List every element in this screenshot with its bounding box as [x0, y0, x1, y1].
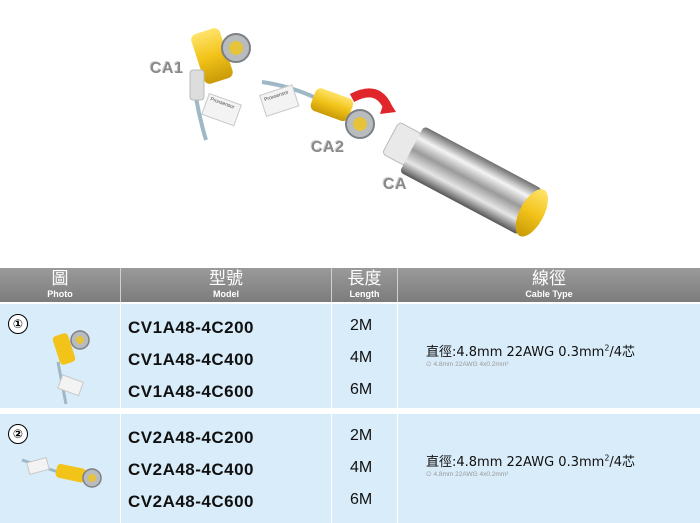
ca1-connector: [189, 28, 251, 101]
header-photo-en: Photo: [47, 289, 73, 299]
header-photo: 圖 Photo: [0, 268, 121, 302]
cable-spec-sup: 2: [604, 453, 610, 463]
model-code: CV1A48-4C400: [128, 350, 255, 369]
row-number: ①: [8, 314, 28, 334]
model-code: CV2A48-4C600: [128, 492, 255, 511]
length-cell: [332, 304, 398, 408]
cable-length: 6M: [350, 381, 373, 398]
cable-spec-main: 直徑:4.8mm 22AWG 0.3mm: [426, 455, 605, 470]
header-length: 長度 Length: [332, 268, 398, 302]
table-row: ② CV2A48-4C200 CV2A48-4C400 CV2A48-4C600…: [0, 414, 700, 523]
length-cell: [332, 414, 398, 523]
ca-sensor: [382, 122, 548, 237]
header-cable-type: 線徑 Cable Type: [398, 268, 700, 302]
table-row: ① CV1A48-4C200 CV1A48-4C400 CV1A48-4C600…: [0, 304, 700, 408]
ca2-label: CA2: [311, 139, 345, 156]
photo-cell: ①: [0, 304, 121, 408]
cable-spec-main: 直徑:4.8mm 22AWG 0.3mm: [426, 345, 605, 360]
ca2-tag: Proxsensor: [259, 84, 300, 117]
ca1-thumbnail: [52, 330, 90, 405]
cable-spec-tail: /4芯: [609, 345, 636, 360]
ca-label: CA: [383, 176, 408, 193]
header-photo-zh: 圖: [51, 269, 69, 289]
photo-cell: ②: [0, 414, 121, 523]
ca1-cable: [194, 97, 208, 141]
header-cable-type-en: Cable Type: [525, 289, 573, 299]
cable-spec-sup: 2: [604, 343, 610, 353]
model-cell: [121, 304, 332, 408]
header-model-en: Model: [213, 289, 239, 299]
header-model-zh: 型號: [209, 269, 243, 289]
ca2-connector: [310, 88, 396, 139]
model-code: CV2A48-4C400: [128, 460, 255, 479]
cable-length: 6M: [350, 491, 373, 508]
cable-length: 2M: [350, 317, 373, 334]
cable-length: 4M: [350, 349, 373, 366]
row-number: ②: [8, 424, 28, 444]
cable-spec-en: ∅ 4.8mm 22AWG 4x0.2mm²: [426, 471, 509, 478]
product-table: 圖 Photo 型號 Model 長度 Length 線徑 Cable Type…: [0, 268, 700, 523]
ca1-tag: Proxsensor: [201, 92, 242, 127]
cable-spec: 直徑:4.8mm 22AWG 0.3mm2/4芯: [426, 451, 635, 470]
rotation-arrow: [349, 88, 393, 110]
ca2-thumbnail: [21, 457, 102, 488]
model-code: CV1A48-4C200: [128, 318, 255, 337]
product-illustration: Proxsensor Proxsensor CA1 CA2 CA: [150, 28, 548, 237]
header-model: 型號 Model: [121, 268, 332, 302]
cable-spec-tail: /4芯: [609, 455, 636, 470]
model-code: CV1A48-4C600: [128, 382, 255, 401]
header-cable-type-zh: 線徑: [532, 269, 566, 289]
header-length-zh: 長度: [347, 269, 382, 289]
connector-drawing: Proxsensor Proxsensor: [189, 28, 548, 237]
cable-spec-en: ∅ 4.8mm 22AWG 4x0.2mm²: [426, 361, 509, 368]
model-code: CV2A48-4C200: [128, 428, 255, 447]
header-length-en: Length: [349, 289, 380, 299]
model-cell: [121, 414, 332, 523]
cable-length: 4M: [350, 459, 373, 476]
ca1-label: CA1: [150, 60, 184, 77]
cable-spec: 直徑:4.8mm 22AWG 0.3mm2/4芯: [426, 341, 635, 360]
cable-length: 2M: [350, 427, 373, 444]
